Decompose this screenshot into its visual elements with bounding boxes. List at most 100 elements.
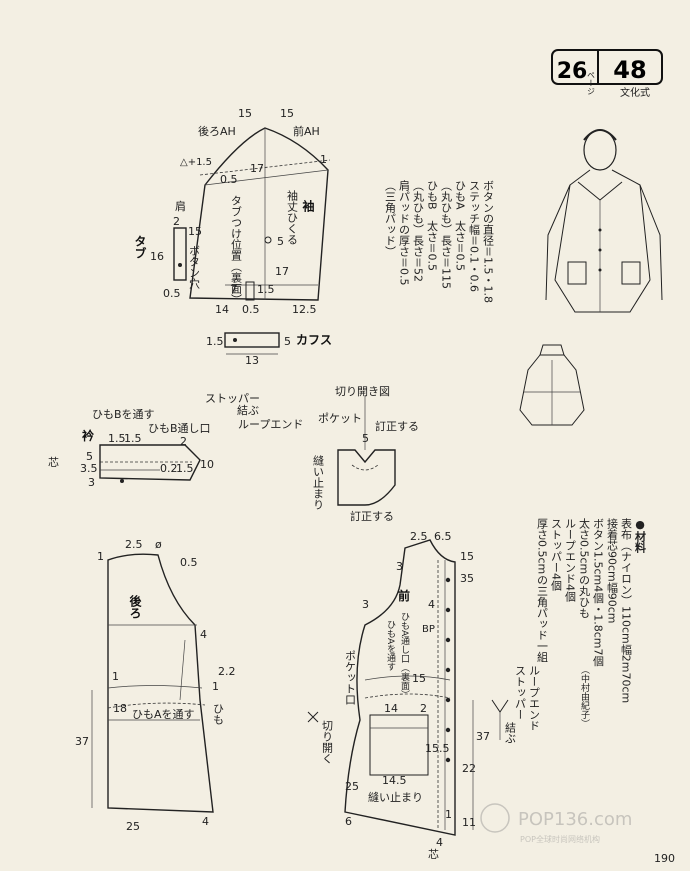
sleeve-mark-15: 1.5 bbox=[257, 283, 275, 296]
materials-line: ボタン1.5cm4個・1.8cm7個 bbox=[592, 518, 605, 667]
front-buttons bbox=[445, 577, 451, 763]
tab-n05: 0.5 bbox=[163, 287, 181, 300]
cuff-n13: 13 bbox=[245, 354, 259, 367]
materials-line: 表布（ナイロン）110cm幅2m70cm bbox=[620, 517, 633, 704]
spec-line: （三角パッド） bbox=[384, 180, 397, 257]
collar-n02: 0.2 bbox=[160, 462, 178, 475]
sleeve-bottom-05: 0.5 bbox=[242, 303, 260, 316]
spec-line: 肩パッドの厚さ＝0.5 bbox=[398, 179, 411, 286]
front-bp: BP bbox=[422, 624, 435, 635]
stopper-label: ストッパー bbox=[514, 665, 527, 720]
back-n25b: 25 bbox=[126, 820, 140, 833]
spec-line: ボタンの直径＝1.5・1.8 bbox=[482, 180, 495, 303]
front-label: 前 bbox=[398, 588, 410, 603]
back-label: 後ろ bbox=[128, 594, 142, 619]
sleeve-tab-position: タブつけ位置（裏面） bbox=[230, 195, 243, 305]
front-n6: 6 bbox=[345, 815, 352, 828]
materials-line: ループエンド4個 bbox=[564, 518, 577, 602]
cut-diagram-correct-bottom: 訂正する bbox=[350, 509, 394, 523]
cut-diagram-correct-top: 訂正する bbox=[375, 419, 419, 433]
drafting-method: 文化式 bbox=[620, 86, 650, 99]
back-himo: ひも bbox=[212, 703, 225, 725]
collar-string-b-exit: ひもB通し口 bbox=[148, 422, 211, 435]
front-n35: 35 bbox=[460, 572, 474, 585]
sleeve-top-right: 15 bbox=[280, 107, 294, 120]
cuff-pattern: 1.5 5 13 カフス bbox=[206, 332, 332, 367]
collar-string-b-through: ひもBを通す bbox=[92, 408, 155, 421]
collar-n35: 3.5 bbox=[80, 462, 98, 475]
collar-n15c: 1.5 bbox=[176, 462, 194, 475]
spec-line: ステッチ幅＝0.1・0.6 bbox=[468, 180, 481, 292]
front-string-a-through: ひもAを通す bbox=[385, 620, 396, 671]
watermark-brand: POP136.com bbox=[518, 809, 632, 830]
stopper-loop-end: ループエンド bbox=[528, 665, 541, 731]
front-n15b: 15 bbox=[412, 672, 426, 685]
sleeve-bottom-14: 14 bbox=[215, 303, 229, 316]
front-n145: 14.5 bbox=[382, 774, 407, 787]
materials-line: 厚さ0.5cmの三角パッド一組 bbox=[536, 518, 549, 663]
collar-tie: 結ぶ bbox=[237, 403, 259, 417]
cuff-n15: 1.5 bbox=[206, 335, 224, 348]
front-n3b: 3 bbox=[362, 598, 369, 611]
sleeve-a-plus: △+1.5 bbox=[180, 157, 212, 168]
cuff-label: カフス bbox=[296, 333, 332, 347]
back-n37: 37 bbox=[75, 735, 89, 748]
collar-n2: 2 bbox=[180, 435, 187, 448]
sleeve-front-ah: 前AH bbox=[293, 124, 320, 138]
stopper-tie: 結ぶ bbox=[504, 721, 517, 744]
front-n11: 11 bbox=[462, 816, 476, 829]
back-n1: 1 bbox=[97, 550, 104, 563]
page-number: 190 bbox=[654, 852, 675, 865]
collar-n5: 5 bbox=[86, 450, 93, 463]
collar-core: 芯 bbox=[48, 455, 59, 469]
spec-line: ひもB 太さ＝0.5 bbox=[426, 180, 439, 271]
sleeve-top-left: 15 bbox=[238, 107, 252, 120]
tab-pattern: タブ 肩 2 16 15 ボタン穴 0.5 bbox=[133, 199, 202, 300]
collar-pattern: 衿 ひもBを通す ひもB通し口 ストッパー 結ぶ ループエンド 1.5 1.5 … bbox=[48, 392, 303, 489]
spec-line: （丸ひも）長さ＝52 bbox=[412, 180, 425, 282]
front-n2: 2 bbox=[420, 702, 427, 715]
front-n15: 15 bbox=[460, 550, 474, 563]
materials-line: 太さ0.5cmの丸ひも bbox=[578, 518, 591, 619]
materials-line: 接着芯90cm幅90cm bbox=[606, 518, 619, 624]
front-n4: 4 bbox=[428, 598, 435, 611]
tab-shoulder: 肩 bbox=[175, 199, 186, 213]
watermark-sub: POP全球时尚网络机构 bbox=[520, 834, 600, 844]
back-n1c: 1 bbox=[212, 680, 219, 693]
collar-n15a: 1.5 bbox=[108, 432, 126, 445]
cut-diagram-title: 切り開き図 bbox=[335, 385, 390, 398]
cuff-n5: 5 bbox=[284, 335, 291, 348]
front-n4b: 4 bbox=[436, 836, 443, 849]
collar-stopper: ストッパー bbox=[205, 392, 260, 405]
sleeve-pattern: 後ろAH 前AH 15 15 △+1.5 17 0.5 1 袖 タブつけ位置（裏… bbox=[180, 107, 331, 316]
tab-label: タブ bbox=[133, 235, 147, 259]
sleeve-left-05: 0.5 bbox=[220, 173, 238, 186]
cut-open-diagram: 切り開き図 ポケット 訂正する 5 縫い止まり 訂正する bbox=[312, 385, 420, 523]
front-core: 芯 bbox=[428, 847, 439, 861]
materials-block: ●材料 表布（ナイロン）110cm幅2m70cm 接着芯90cm幅90cm ボタ… bbox=[536, 517, 647, 728]
materials-title: ●材料 bbox=[634, 518, 647, 554]
back-n18: 18 bbox=[113, 702, 127, 715]
materials-credit: （中村由紀子） bbox=[579, 665, 590, 728]
jacket-illustration bbox=[519, 129, 663, 426]
front-n1: 1 bbox=[445, 808, 452, 821]
page-ref-kana: ページ bbox=[587, 71, 596, 95]
sleeve-bottom-125: 12.5 bbox=[292, 303, 317, 316]
front-n65: 6.5 bbox=[434, 530, 452, 543]
stopper-detail: ストッパー ループエンド 結ぶ bbox=[491, 665, 541, 744]
front-pocket-mouth: ポケット口 bbox=[344, 650, 357, 705]
front-n3: 3 bbox=[396, 560, 403, 573]
cut-diagram-stitch-stop: 縫い止まり bbox=[312, 454, 325, 510]
front-n155: 15.5 bbox=[425, 742, 450, 755]
back-string-a-through: ひもAを通す bbox=[132, 708, 195, 721]
specs-block: ボタンの直径＝1.5・1.8 ステッチ幅＝0.1・0.6 ひもA 太さ＝0.5 … bbox=[384, 179, 495, 303]
tab-button-hole: ボタン穴 bbox=[188, 245, 201, 289]
front-body-pattern: 2.5 6.5 15 3 35 前 3 4 BP ひもA通し口（裏面） ひもAを… bbox=[307, 530, 490, 861]
spec-line: ひもA 太さ＝0.5 bbox=[454, 180, 467, 271]
sleeve-label: 袖 bbox=[301, 199, 315, 213]
cut-diagram-n5: 5 bbox=[362, 432, 369, 445]
cut-diagram-pocket: ポケット bbox=[318, 412, 362, 425]
materials-line: ストッパー4個 bbox=[550, 518, 563, 591]
sleeve-mark-17: 17 bbox=[275, 265, 289, 278]
